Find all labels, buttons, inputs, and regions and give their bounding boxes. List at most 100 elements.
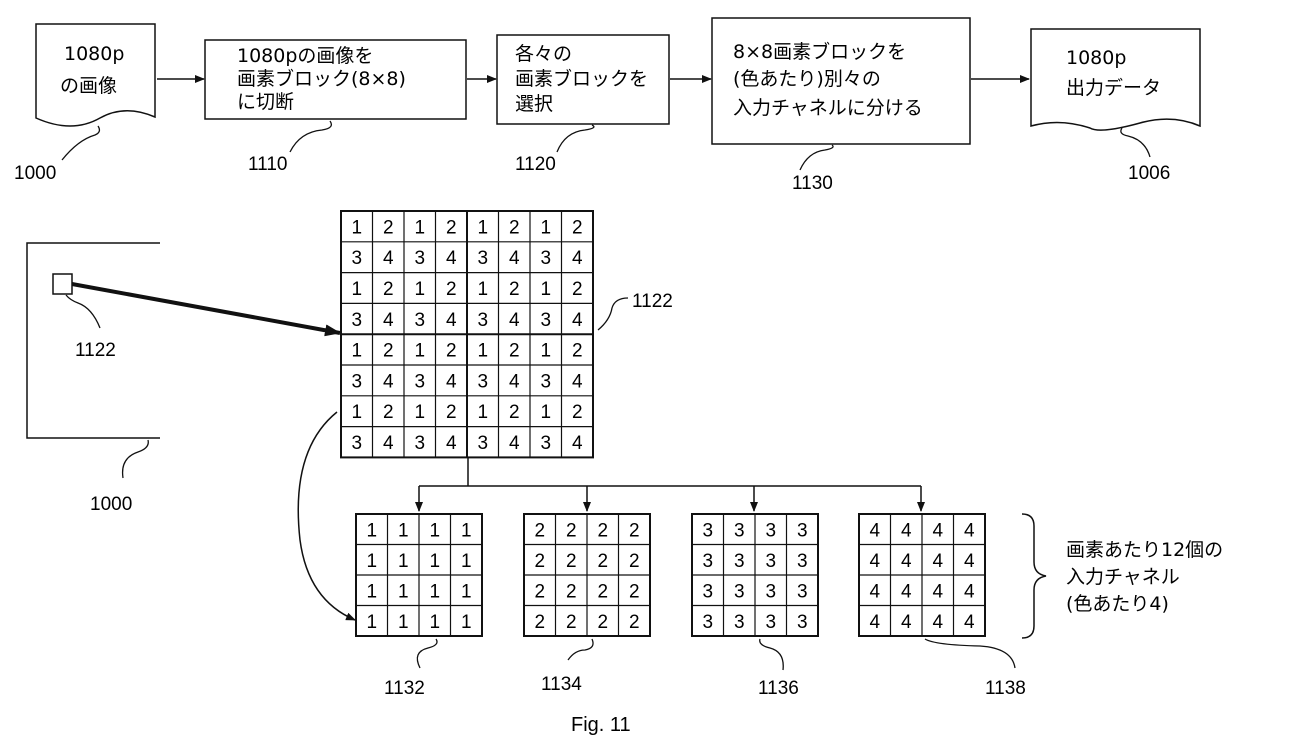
pixel-block-8x8-cell: 2 <box>383 341 394 362</box>
pixel-block-8x8-cell: 4 <box>383 310 394 331</box>
channel-grid-1136-cell: 3 <box>702 612 713 633</box>
pixel-block-8x8-cell: 3 <box>414 433 425 454</box>
pixel-block-8x8-cell: 2 <box>383 217 394 238</box>
brace-note-line-1: 画素あたり12個の <box>1066 539 1223 561</box>
output-document-line-2: 出力データ <box>1066 77 1161 99</box>
ref-label-1006: 1006 <box>1128 163 1170 184</box>
leader-line-1122-left <box>65 294 101 329</box>
pixel-block-8x8-cell: 3 <box>351 433 362 454</box>
pixel-block-8x8-cell: 2 <box>509 341 520 362</box>
channel-grid-1134-cell: 2 <box>566 520 577 541</box>
step-1120-line-2: 画素ブロックを <box>515 67 648 90</box>
channel-grid-1136-cell: 3 <box>765 581 776 602</box>
leader-line-1132 <box>416 638 438 669</box>
leader-line-1120 <box>556 124 595 153</box>
pixel-block-8x8-cell: 3 <box>414 248 425 269</box>
channel-grid-1132-cell: 1 <box>429 551 440 572</box>
channel-grid-1138-cell: 4 <box>901 612 912 633</box>
channel-grid-1138-cell: 4 <box>932 581 943 602</box>
channel-grid-1132-cell: 1 <box>398 520 409 541</box>
channel-grid-1134-cell: 2 <box>566 581 577 602</box>
figure-caption: Fig. 11 <box>571 714 631 736</box>
channel-grid-1138-cell: 4 <box>932 520 943 541</box>
channel-grid-1138-cell: 4 <box>869 551 880 572</box>
pixel-block-8x8-cell: 1 <box>351 341 362 362</box>
step-1110-line-1: 1080pの画像を <box>237 45 373 67</box>
pixel-block-8x8-cell: 4 <box>572 248 583 269</box>
channel-grid-1132-cell: 1 <box>398 612 409 633</box>
curved-arrow-to-channel-1 <box>297 411 356 621</box>
pixel-block-8x8-cell: 3 <box>477 433 488 454</box>
step-1110-line-3: に切断 <box>237 91 294 113</box>
ref-label-1110: 1110 <box>248 154 287 175</box>
channel-grid-1136-cell: 3 <box>765 551 776 572</box>
pixel-block-8x8-cell: 2 <box>509 279 520 300</box>
channel-grid-1134-cell: 2 <box>629 551 640 572</box>
brace <box>1021 513 1047 639</box>
pixel-block-8x8-cell: 2 <box>572 217 583 238</box>
pixel-block-8x8-cell: 4 <box>572 371 583 392</box>
channel-grid-1134-cell: 2 <box>534 612 545 633</box>
image-block-marker <box>52 273 73 295</box>
pixel-block-8x8-cell: 1 <box>540 217 551 238</box>
channel-grid-1138-cell: 4 <box>869 612 880 633</box>
leader-line-1130 <box>799 144 834 171</box>
pixel-block-8x8-cell: 3 <box>540 371 551 392</box>
pixel-block-8x8-cell: 1 <box>477 341 488 362</box>
channel-grid-1132-cell: 1 <box>366 581 377 602</box>
step-1120-box <box>496 34 670 125</box>
channel-grid-1138-cell: 4 <box>869 581 880 602</box>
ref-label-1122-right: 1122 <box>632 291 673 312</box>
channel-grid-1138-cell: 4 <box>901 520 912 541</box>
channel-grid-1132-cell: 1 <box>461 551 472 572</box>
channel-grid-1138-cell: 4 <box>964 612 975 633</box>
step-1130-box <box>711 17 971 145</box>
pixel-block-8x8-cell: 1 <box>414 341 425 362</box>
channel-grid-1136-cell: 3 <box>702 520 713 541</box>
channel-grid-1136-cell: 3 <box>797 612 808 633</box>
step-1130-line-1: 8×8画素ブロックを <box>733 40 906 63</box>
channel-grid-1134-cell: 2 <box>534 551 545 572</box>
channel-grid-1134-cell: 2 <box>597 612 608 633</box>
pixel-block-8x8-cell: 2 <box>509 217 520 238</box>
pixel-block-8x8-cell: 2 <box>509 402 520 423</box>
channel-grid-1134-cell: 2 <box>534 520 545 541</box>
channel-grid-1136-cell: 3 <box>702 581 713 602</box>
step-1110-box <box>204 39 467 120</box>
leader-line-1006 <box>1120 127 1151 158</box>
pixel-block-8x8-cell: 1 <box>477 217 488 238</box>
brace-note-line-2: 入力チャネル <box>1066 566 1180 588</box>
output-document-shape <box>1030 28 1201 131</box>
input-document-line-2: の画像 <box>60 75 117 97</box>
pixel-block-8x8-cell: 1 <box>414 279 425 300</box>
channel-grid-1138-cell: 4 <box>964 581 975 602</box>
pixel-block-8x8-cell: 3 <box>540 248 551 269</box>
ref-label-1120: 1120 <box>515 154 556 175</box>
channel-grid-1136-cell: 3 <box>797 551 808 572</box>
pixel-block-8x8-cell: 4 <box>446 248 457 269</box>
ref-label-1000-bottom: 1000 <box>90 494 132 515</box>
pixel-block-8x8-cell: 3 <box>477 248 488 269</box>
pixel-block-8x8-cell: 1 <box>351 279 362 300</box>
step-1130-line-2: (色あたり)別々の <box>733 68 881 90</box>
leader-line-1000-top <box>61 125 101 161</box>
pixel-block-8x8-cell: 1 <box>477 402 488 423</box>
leader-line-1000-bottom <box>121 439 149 479</box>
pixel-block-8x8-cell: 4 <box>383 371 394 392</box>
pixel-block-8x8-cell: 4 <box>509 310 520 331</box>
channel-grid-1136-cell: 3 <box>734 551 745 572</box>
pixel-block-8x8-cell: 1 <box>351 217 362 238</box>
channel-grid-1138-cell: 4 <box>964 520 975 541</box>
pixel-block-8x8-cell: 4 <box>572 433 583 454</box>
step-1110-line-2: 画素ブロック(8×8) <box>237 67 406 90</box>
ref-label-1132: 1132 <box>384 678 425 699</box>
pixel-block-8x8-cell: 3 <box>414 371 425 392</box>
leader-line-1138 <box>924 638 1016 669</box>
channel-grid-1136-cell: 3 <box>734 612 745 633</box>
channel-grid-1132-cell: 1 <box>398 581 409 602</box>
pixel-block-8x8-cell: 2 <box>446 402 457 423</box>
block-zoom-arrow <box>71 282 341 337</box>
channel-grid-1134-cell: 2 <box>597 581 608 602</box>
